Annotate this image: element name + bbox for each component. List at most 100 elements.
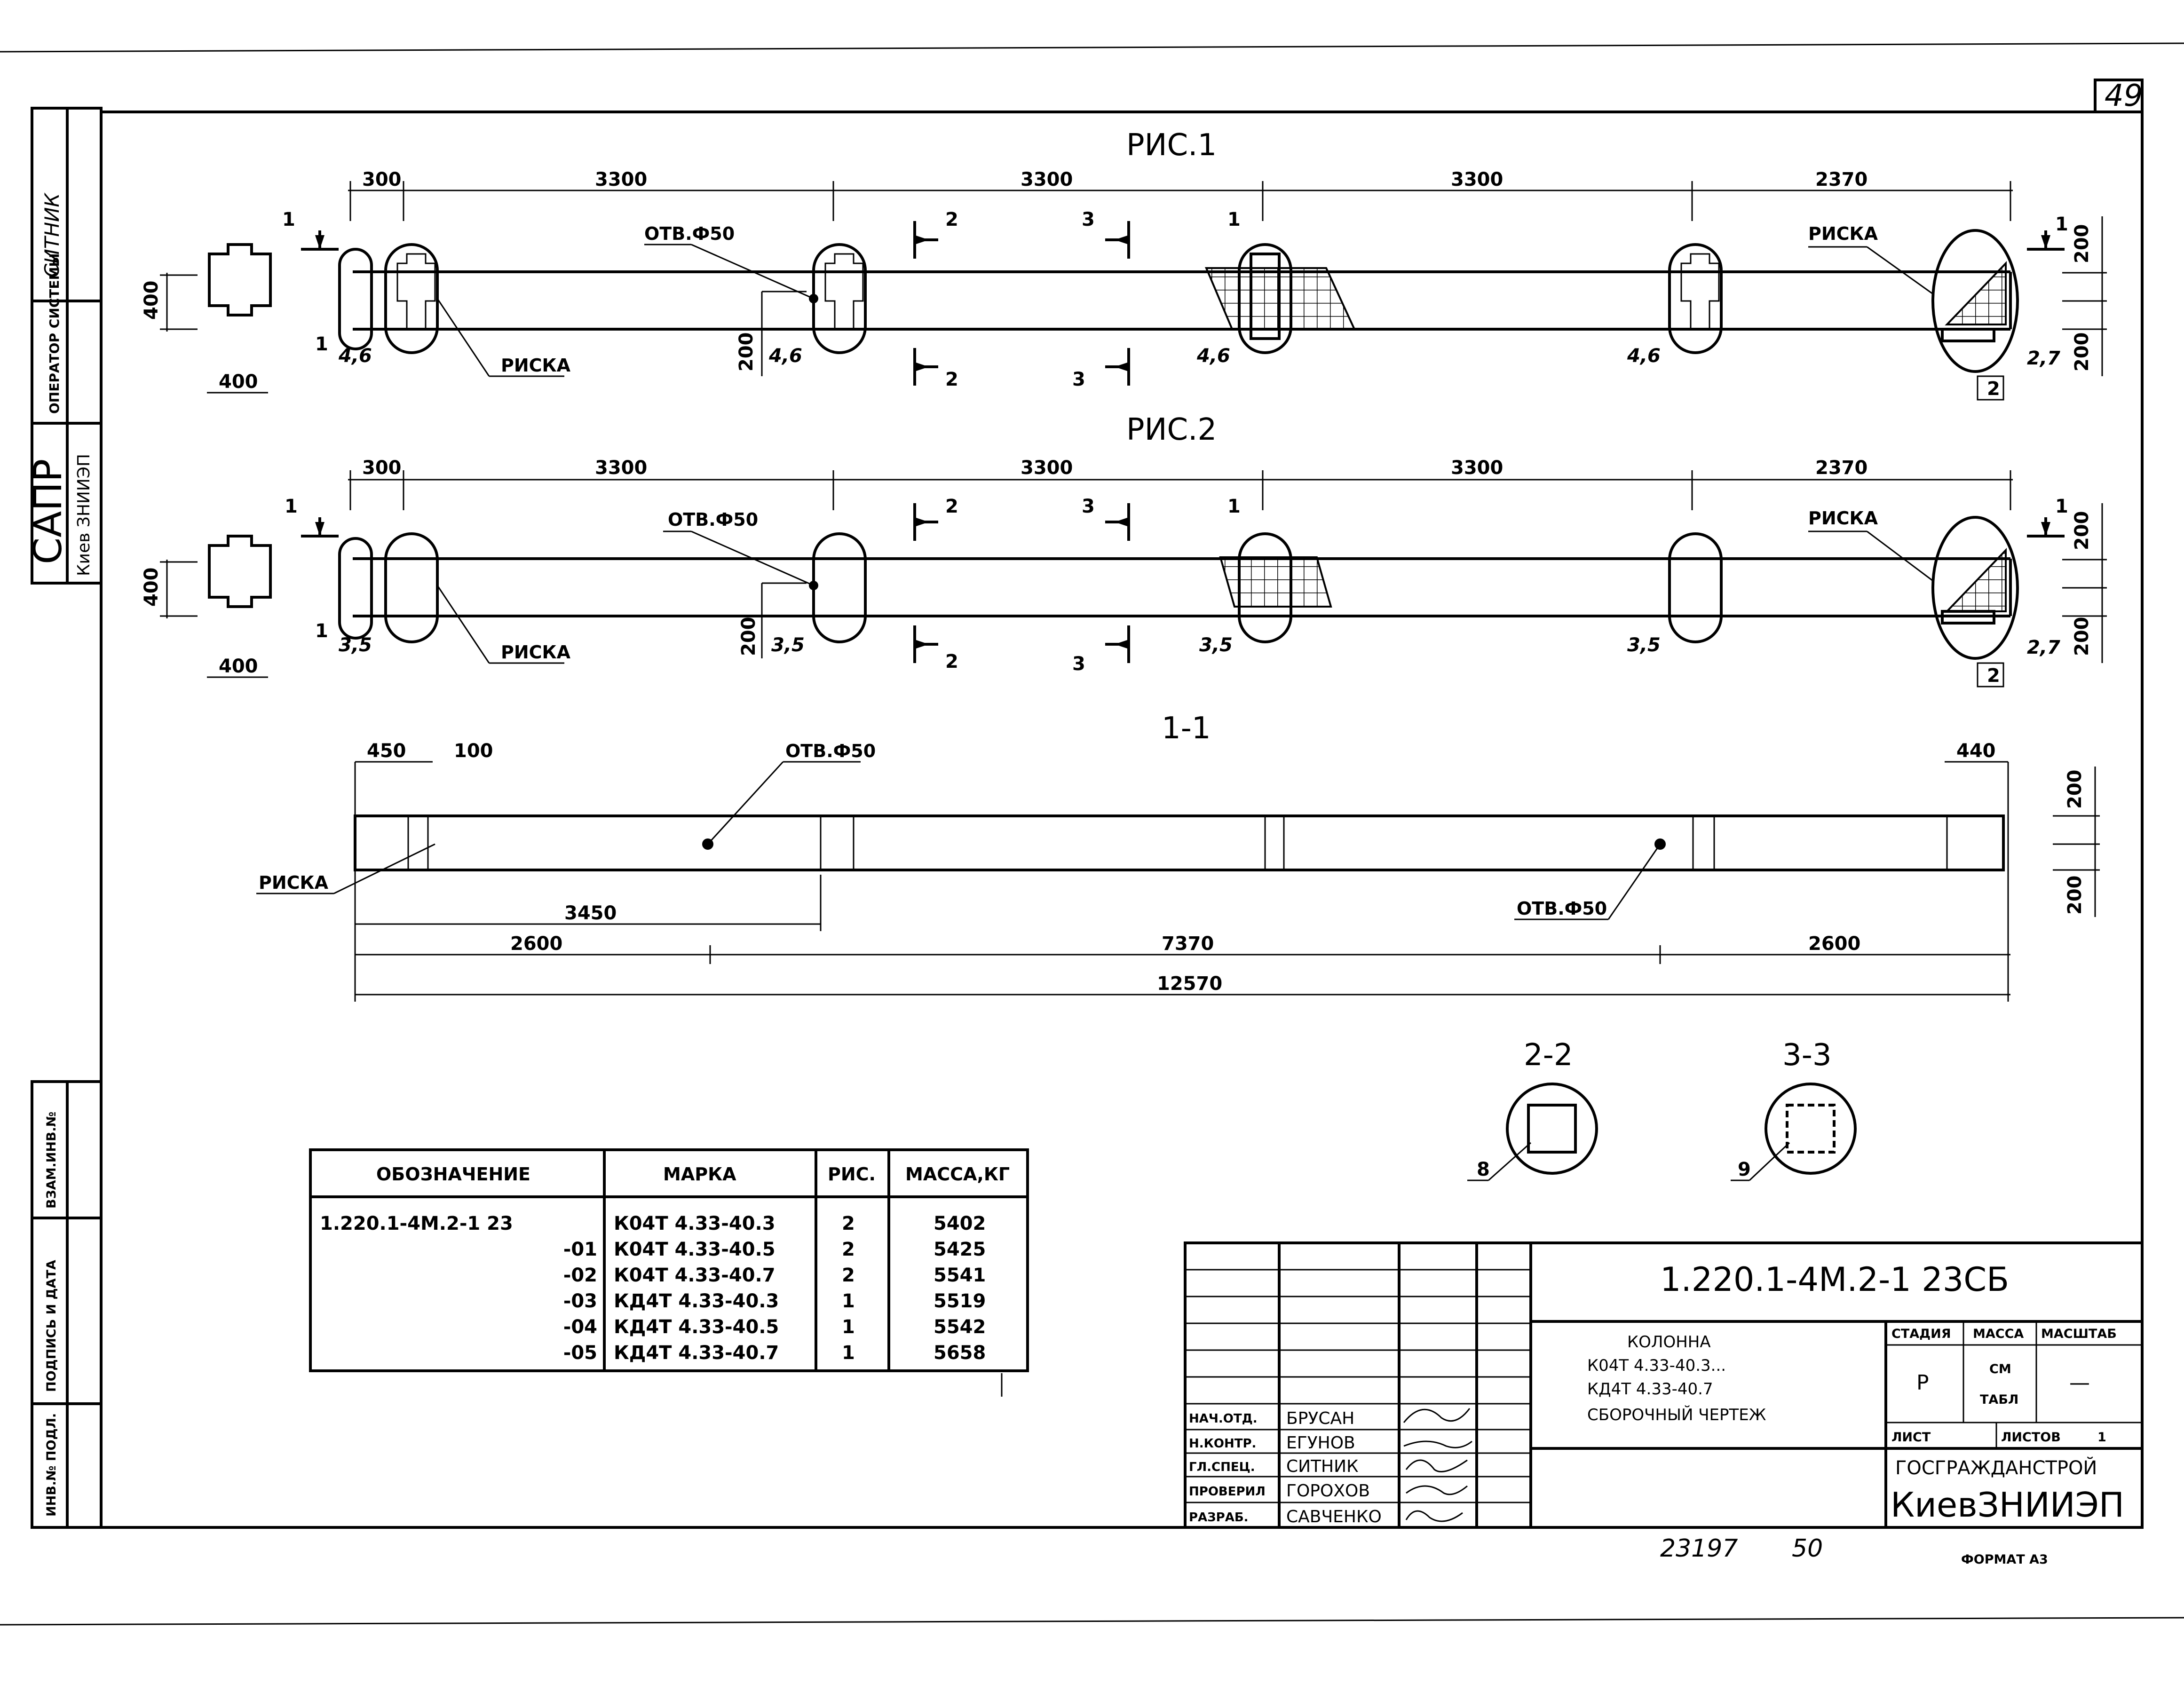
s11-dim-200-1: 200 bbox=[2064, 770, 2086, 809]
fig2-dim-400-h: 400 bbox=[219, 656, 258, 677]
fig2-cut3-bot: 3 bbox=[1072, 653, 1085, 675]
fig2-title: РИС.2 bbox=[1126, 412, 1217, 447]
spec-row-4-fig: 1 bbox=[842, 1290, 855, 1312]
spec-row-5-fig: 1 bbox=[842, 1316, 855, 1338]
tb-mass-h: МАССА bbox=[1973, 1327, 2024, 1341]
tb-name-1: КОЛОННА bbox=[1627, 1333, 1711, 1352]
s11-dim-3450: 3450 bbox=[564, 902, 617, 924]
signatures bbox=[1403, 1408, 1472, 1522]
fig1-bars-1: 4,6 bbox=[338, 345, 372, 367]
inv-number: 23197 bbox=[1660, 1534, 1738, 1563]
fig1-cut1-left: 1 bbox=[282, 209, 295, 230]
tb-name-3: КД4Т 4.33-40.7 bbox=[1587, 1380, 1713, 1399]
s11-hole-label-2: ОТВ.Ф50 bbox=[1517, 898, 1607, 919]
fig1-dim-200: 200 bbox=[736, 332, 757, 372]
spec-row-6-code: -05 bbox=[563, 1342, 597, 1364]
section-2-2: 2-2 8 bbox=[1467, 1038, 1598, 1181]
fig2-dim-3300-a: 3300 bbox=[595, 457, 647, 479]
title-block: 1.220.1-4М.2-1 23СБ КОЛОННА К04Т 4.33-40… bbox=[1184, 1241, 2144, 1529]
tb-mass-note: СМ bbox=[1989, 1362, 2011, 1376]
stamp-podpis: ПОДПИСЬ И ДАТА bbox=[44, 1260, 59, 1392]
dim-3300-b: 3300 bbox=[1021, 169, 1073, 190]
spec-row-6-mass: 5658 bbox=[934, 1342, 986, 1364]
spec-row-5-mark: КД4Т 4.33-40.5 bbox=[614, 1316, 779, 1338]
s11-dim-7370: 7370 bbox=[1162, 933, 1214, 955]
tb-scale-h: МАСШТАБ bbox=[2041, 1327, 2117, 1341]
spec-row-4-mark: КД4Т 4.33-40.3 bbox=[614, 1290, 779, 1312]
spec-row-5-code: -04 bbox=[563, 1316, 597, 1338]
tb-role-1: НАЧ.ОТД. bbox=[1189, 1412, 1258, 1426]
sheet-no: 50 bbox=[1792, 1534, 1823, 1563]
tb-person-2: ЕГУНОВ bbox=[1286, 1433, 1355, 1453]
dim-300: 300 bbox=[362, 169, 402, 190]
fig2-bars-3: 3,5 bbox=[1199, 634, 1233, 656]
fig1-cut1-right: 1 bbox=[2055, 213, 2068, 235]
fig2-dim-200-r2: 200 bbox=[2071, 617, 2093, 656]
fig2-bars-end: 2,7 bbox=[2027, 637, 2060, 658]
fig2-hole-label: ОТВ.Ф50 bbox=[668, 509, 758, 530]
fig2-bars-1: 3,5 bbox=[339, 634, 372, 656]
spec-row-3-mass: 5541 bbox=[934, 1265, 986, 1286]
spec-head-mass: МАССА,КГ bbox=[905, 1164, 1010, 1185]
s11-dim-440: 440 bbox=[1956, 740, 1996, 762]
s11-mark-label: РИСКА bbox=[259, 872, 329, 893]
fig1-bars-4: 4,6 bbox=[1627, 345, 1661, 367]
dim-2370: 2370 bbox=[1815, 169, 1867, 190]
s11-dim-2600-b: 2600 bbox=[1808, 933, 1860, 955]
figure-2: РИС.2 300 3300 3300 3300 2370 400 400 1 bbox=[141, 412, 2107, 688]
fig1-dim-400-h: 400 bbox=[219, 371, 258, 393]
fig2-mark-label-right: РИСКА bbox=[1808, 508, 1878, 529]
format-label: ФОРМАТ А3 bbox=[1961, 1552, 2048, 1567]
fig1-dim-400-v: 400 bbox=[141, 281, 162, 320]
stamp-org: Киев ЗНИИЭП bbox=[74, 454, 94, 576]
tb-person-1: БРУСАН bbox=[1286, 1409, 1354, 1428]
spec-head-mark: МАРКА bbox=[663, 1164, 736, 1185]
fig1-cut2-top: 2 bbox=[945, 209, 958, 230]
spec-row-1-fig: 2 bbox=[842, 1213, 855, 1234]
fig2-pos1-mesh: 1 bbox=[1227, 496, 1241, 517]
fig2-dim-300: 300 bbox=[362, 457, 402, 479]
spec-row-2-mass: 5425 bbox=[934, 1239, 986, 1260]
stamp-vzam: ВЗАМ.ИНВ.№ bbox=[44, 1112, 59, 1209]
fig1-title: РИС.1 bbox=[1126, 128, 1217, 163]
tb-name-2: К04Т 4.33-40.3... bbox=[1587, 1356, 1726, 1375]
spec-row-6-fig: 1 bbox=[842, 1342, 855, 1364]
left-stamps: СИТНИК ОПЕРАТОР СИСТЕМЫ САПР Киев ЗНИИЭП… bbox=[26, 107, 103, 1529]
spec-table: ОБОЗНАЧЕНИЕ МАРКА РИС. МАССА,КГ 1.220.1-… bbox=[309, 1148, 1029, 1397]
spec-row-1-code: 1.220.1-4М.2-1 23 bbox=[320, 1213, 513, 1234]
fig1-bars-2: 4,6 bbox=[768, 345, 802, 367]
section-2-2-title: 2-2 bbox=[1524, 1038, 1573, 1073]
fig1-cut2-bot: 2 bbox=[945, 369, 958, 390]
fig1-pos2: 2 bbox=[1987, 378, 2000, 400]
s11-dim-2600-a: 2600 bbox=[510, 933, 562, 955]
s11-hole-label-1: ОТВ.Ф50 bbox=[785, 741, 876, 761]
tb-scale: — bbox=[2069, 1371, 2090, 1395]
s11-dim-450: 450 bbox=[367, 740, 406, 762]
tb-sheets: 1 bbox=[2097, 1430, 2106, 1445]
fig2-pos2: 2 bbox=[1987, 665, 2000, 687]
tb-org2: КиевЗНИИЭП bbox=[1891, 1485, 2124, 1525]
tb-person-5: САВЧЕНКО bbox=[1286, 1507, 1382, 1526]
dim-3300-a: 3300 bbox=[595, 169, 647, 190]
tb-mass-note2: ТАБЛ bbox=[1980, 1392, 2018, 1407]
fig2-dim-200-r1: 200 bbox=[2071, 511, 2093, 551]
s11-dim-100: 100 bbox=[454, 740, 493, 762]
section-1-1-title: 1-1 bbox=[1162, 711, 1211, 746]
stamp-name: СИТНИК bbox=[40, 192, 63, 277]
sec22-pos: 8 bbox=[1477, 1159, 1490, 1180]
tb-code: 1.220.1-4М.2-1 23СБ bbox=[1660, 1260, 2009, 1299]
sec33-pos: 9 bbox=[1738, 1159, 1751, 1180]
tb-person-3: СИТНИК bbox=[1286, 1457, 1359, 1476]
fig2-cut2-bot: 2 bbox=[945, 651, 958, 672]
spec-row-3-mark: К04Т 4.33-40.7 bbox=[614, 1265, 775, 1286]
fig2-dim-200: 200 bbox=[738, 617, 760, 656]
tb-org1: ГОСГРАЖДАНСТРОЙ bbox=[1895, 1456, 2097, 1479]
fig1-dim-200-r2: 200 bbox=[2071, 332, 2093, 372]
fig1-pos1: 1 bbox=[315, 333, 328, 355]
fig2-cut1-right: 1 bbox=[2055, 496, 2068, 517]
section-3-3-title: 3-3 bbox=[1782, 1038, 1832, 1073]
tb-sheets-label: ЛИСТОВ bbox=[2001, 1430, 2061, 1445]
fig1-dim-200-r1: 200 bbox=[2071, 224, 2093, 264]
tb-person-4: ГОРОХОВ bbox=[1286, 1481, 1370, 1501]
